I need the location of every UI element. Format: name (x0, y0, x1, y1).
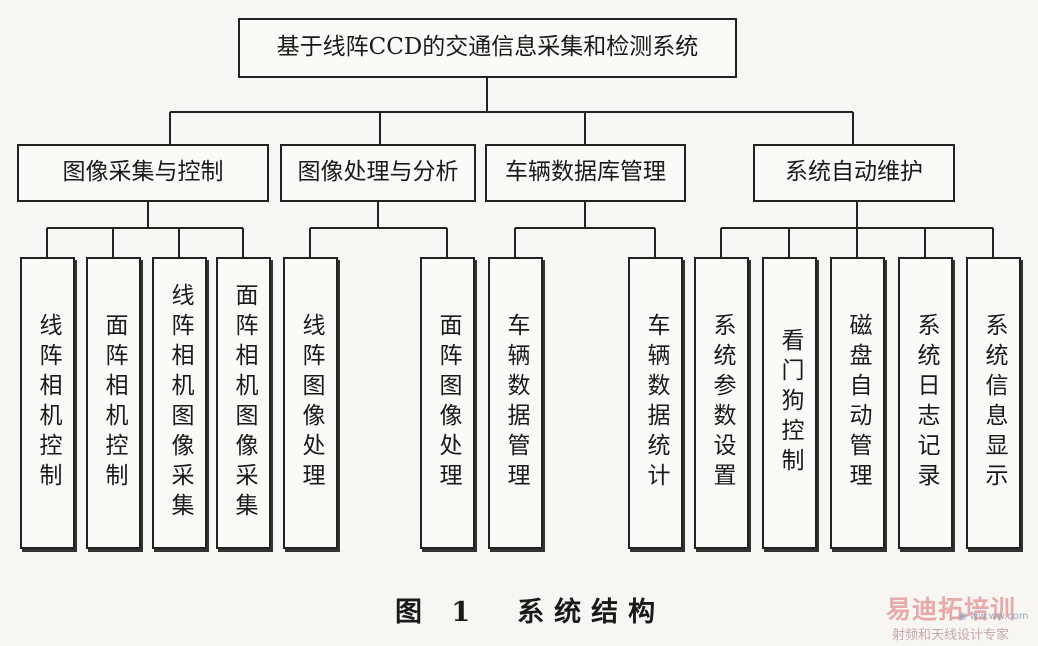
watermark-logo-icon: ◉ ww.ww.com (958, 611, 1029, 622)
module-box-acquisition: 图像采集与控制 (17, 144, 269, 202)
module-box-maintenance: 系统自动维护 (753, 144, 955, 202)
watermark-subtitle: 射频和天线设计专家 (892, 628, 1010, 643)
module-box-database: 车辆数据库管理 (485, 144, 686, 202)
leaf-label: 磁盘自动管理 (845, 313, 871, 493)
leaf-box: 系统参数设置 (694, 257, 749, 549)
leaf-label: 车辆数据统计 (643, 313, 669, 493)
leaf-label: 系统信息显示 (981, 313, 1007, 493)
module-label: 车辆数据库管理 (505, 159, 666, 186)
leaf-box: 看门狗控制 (762, 257, 817, 549)
leaf-label: 系统日志记录 (913, 313, 939, 493)
leaf-box: 面阵相机图像采集 (216, 257, 271, 549)
leaf-label: 面阵相机图像采集 (231, 283, 257, 523)
leaf-box: 线阵相机图像采集 (152, 257, 207, 549)
leaf-box: 磁盘自动管理 (830, 257, 885, 549)
leaf-box: 系统日志记录 (898, 257, 953, 549)
module-label: 图像处理与分析 (297, 159, 459, 186)
leaf-label: 线阵相机控制 (35, 313, 61, 493)
leaf-box: 车辆数据管理 (488, 257, 543, 549)
leaf-box: 车辆数据统计 (628, 257, 683, 549)
leaf-box: 系统信息显示 (966, 257, 1021, 549)
module-box-processing: 图像处理与分析 (280, 144, 476, 202)
leaf-label: 车辆数据管理 (503, 313, 529, 493)
leaf-label: 看门狗控制 (777, 328, 803, 478)
module-label: 系统自动维护 (785, 159, 923, 186)
leaf-box: 面阵相机控制 (86, 257, 141, 549)
leaf-box: 线阵图像处理 (283, 257, 338, 549)
module-label: 图像采集与控制 (62, 159, 224, 186)
root-box: 基于线阵CCD的交通信息采集和检测系统 (238, 18, 737, 78)
leaf-box: 线阵相机控制 (20, 257, 75, 549)
figure-caption: 图 1 系统结构 (395, 597, 666, 628)
watermark-title: 易迪拓培训 (886, 595, 1017, 624)
leaf-label: 线阵图像处理 (298, 313, 324, 493)
leaf-label: 面阵图像处理 (435, 313, 461, 493)
leaf-label: 面阵相机控制 (101, 313, 127, 493)
leaf-label: 线阵相机图像采集 (167, 283, 193, 523)
leaf-label: 系统参数设置 (709, 313, 735, 493)
leaf-box: 面阵图像处理 (420, 257, 475, 549)
root-label: 基于线阵CCD的交通信息采集和检测系统 (276, 34, 699, 61)
